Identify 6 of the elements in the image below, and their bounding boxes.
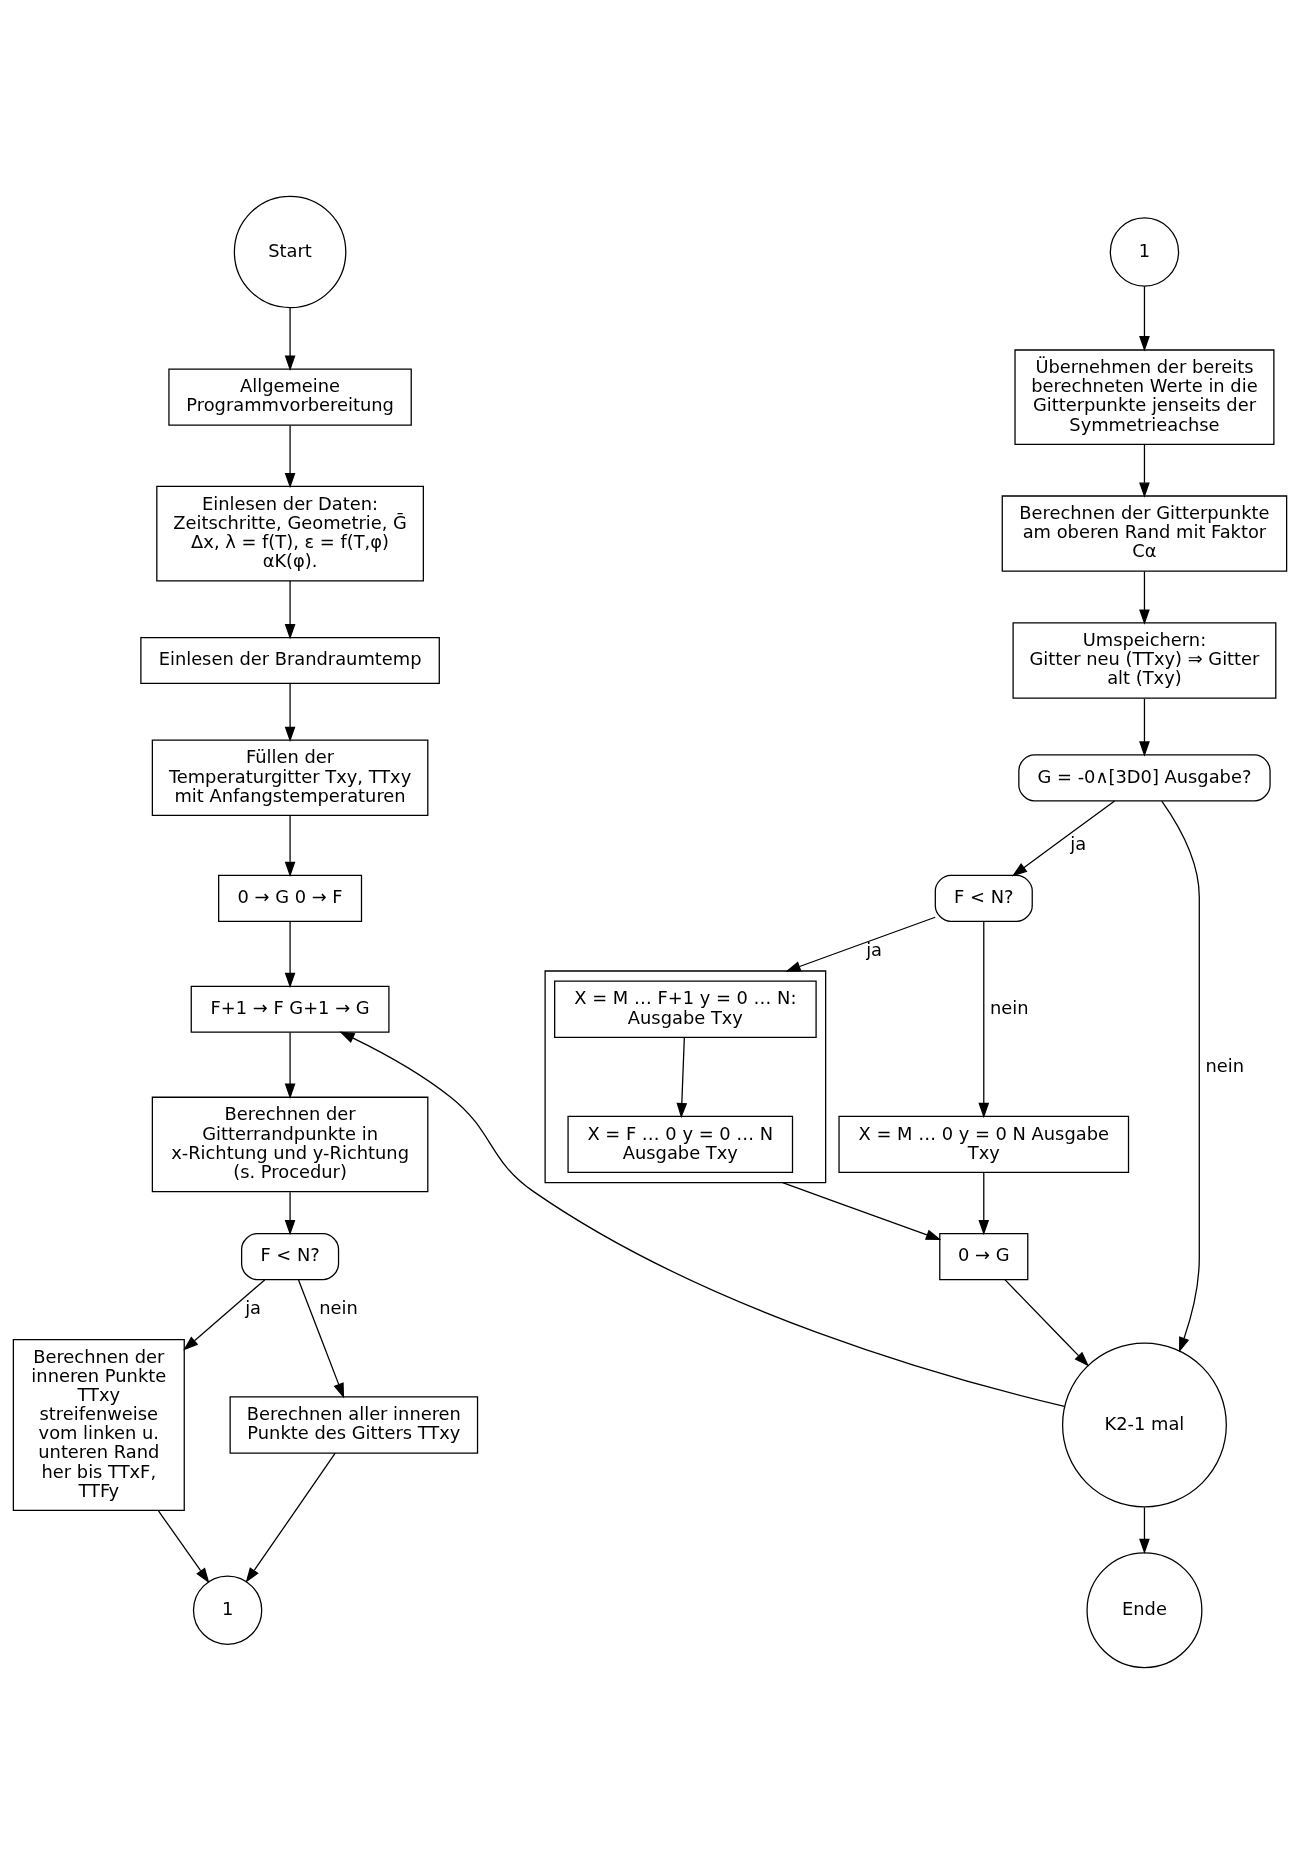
edge-label: ja xyxy=(1070,832,1087,854)
edge-label: nein xyxy=(319,1296,358,1318)
edge-label: ja xyxy=(866,938,883,960)
edge-label: nein xyxy=(990,996,1029,1018)
edge-label: nein xyxy=(1205,1054,1245,1076)
edge-label: ja xyxy=(245,1296,262,1318)
